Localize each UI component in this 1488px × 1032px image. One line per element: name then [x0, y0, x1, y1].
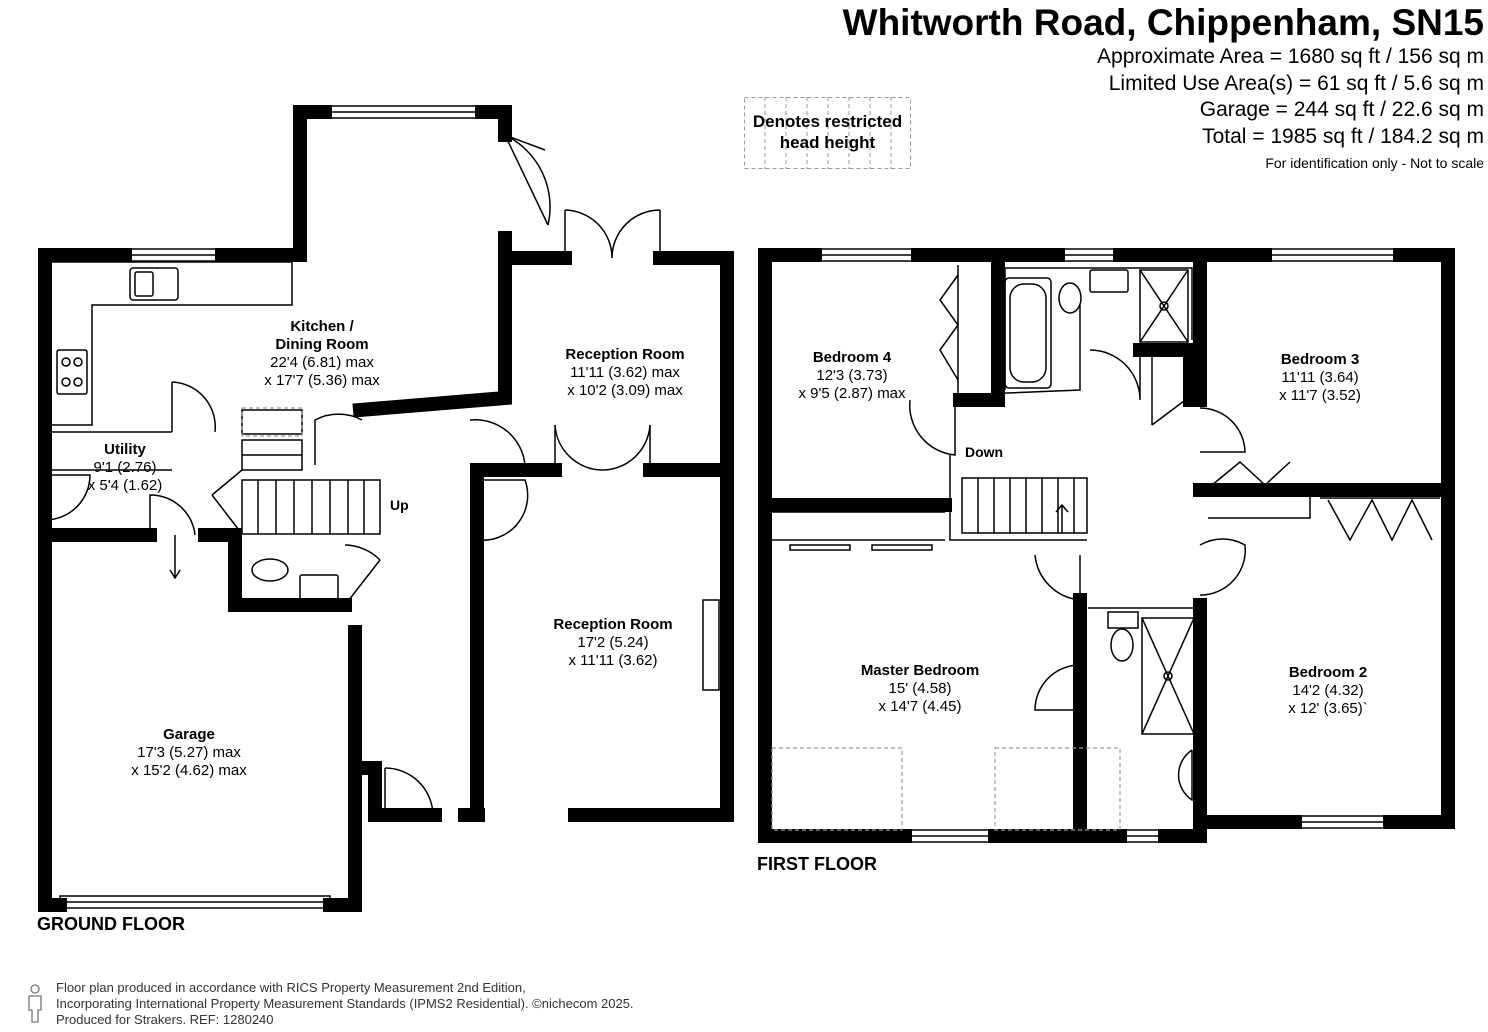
- room-dimension: 17'2 (5.24): [577, 634, 649, 651]
- header: Whitworth Road, Chippenham, SN15 Approxi…: [843, 0, 1484, 171]
- room-master-bedroom: Master Bedroom 15' (4.58) x 14'7 (4.45): [845, 662, 995, 716]
- footer: Floor plan produced in accordance with R…: [56, 980, 634, 1028]
- room-dimension: x 10'2 (3.09) max: [567, 382, 683, 399]
- stairs-up-label: Up: [390, 497, 409, 513]
- room-dimension: 11'11 (3.62) max: [570, 364, 680, 381]
- ground-floor-label: GROUND FLOOR: [37, 914, 185, 934]
- property-title: Whitworth Road, Chippenham, SN15: [842, 2, 1484, 43]
- legend-text: Denotes restricted head height: [744, 111, 911, 153]
- ground-floor-walls: [38, 105, 734, 912]
- room-name: Kitchen /: [290, 318, 354, 335]
- room-dimension: x 11'7 (3.52): [1279, 387, 1361, 404]
- room-dimension: x 12' (3.65)`: [1288, 700, 1368, 717]
- legend-line-2: head height: [779, 133, 876, 152]
- first-floor-fixtures: [772, 248, 1440, 843]
- ground-floor-fixtures: [44, 105, 728, 909]
- room-dimension: 12'3 (3.73): [816, 367, 888, 384]
- room-bedroom-4: Bedroom 4 12'3 (3.73) x 9'5 (2.87) max: [782, 349, 922, 403]
- room-reception-2: Reception Room 17'2 (5.24) x 11'11 (3.62…: [533, 616, 693, 670]
- room-dimension: 22'4 (6.81) max: [270, 354, 374, 371]
- room-garage: Garage 17'3 (5.27) max x 15'2 (4.62) max: [114, 726, 264, 780]
- room-dimension: 14'2 (4.32): [1292, 682, 1364, 699]
- identification-note: For identification only - Not to scale: [1265, 155, 1484, 171]
- room-dimension: x 17'7 (5.36) max: [264, 372, 380, 389]
- restricted-height-legend: Denotes restricted head height: [744, 97, 911, 169]
- room-name-line-2: Dining Room: [275, 336, 369, 353]
- room-utility: Utility 9'1 (2.76) x 5'4 (1.62): [70, 441, 180, 495]
- first-floor-label: FIRST FLOOR: [757, 854, 877, 874]
- footer-line-1: Floor plan produced in accordance with R…: [56, 980, 526, 995]
- room-dimension: 11'11 (3.64): [1281, 369, 1359, 386]
- room-name: Master Bedroom: [860, 662, 980, 679]
- area-limited-use: Limited Use Area(s) = 61 sq ft / 5.6 sq …: [1108, 71, 1484, 95]
- legend-swatch: [744, 97, 911, 169]
- room-name: Bedroom 2: [1288, 664, 1368, 681]
- area-garage: Garage = 244 sq ft / 22.6 sq m: [1199, 98, 1484, 121]
- room-dimension: 17'3 (5.27) max: [137, 744, 241, 761]
- room-name: Bedroom 3: [1280, 351, 1360, 368]
- room-kitchen-dining: Kitchen / Dining Room 22'4 (6.81) max x …: [252, 318, 392, 390]
- footer-line-2: Incorporating International Property Mea…: [56, 996, 634, 1011]
- room-dimension: x 15'2 (4.62) max: [131, 762, 247, 779]
- room-name: Reception Room: [553, 616, 673, 633]
- room-dimension: 9'1 (2.76): [93, 459, 157, 476]
- room-reception-1: Reception Room 11'11 (3.62) max x 10'2 (…: [545, 346, 705, 400]
- person-icon: [28, 984, 42, 1023]
- room-dimension: x 9'5 (2.87) max: [798, 385, 906, 402]
- room-name: Bedroom 4: [812, 349, 892, 366]
- room-bedroom-3: Bedroom 3 11'11 (3.64) x 11'7 (3.52): [1255, 351, 1385, 405]
- restricted-height-areas: [241, 407, 1121, 831]
- stairs-down-label: Down: [965, 444, 1004, 460]
- room-dimension: x 14'7 (4.45): [878, 698, 962, 715]
- room-dimension: x 11'11 (3.62): [568, 652, 658, 669]
- footer-line-3: Produced for Strakers. REF: 1280240: [56, 1012, 274, 1027]
- room-name: Garage: [163, 726, 215, 743]
- first-floor-walls: [758, 248, 1455, 843]
- room-name: Utility: [104, 441, 146, 458]
- area-approximate: Approximate Area = 1680 sq ft / 156 sq m: [1097, 45, 1484, 68]
- legend-line-1: Denotes restricted: [752, 112, 903, 131]
- room-name: Reception Room: [565, 346, 685, 363]
- room-dimension: x 5'4 (1.62): [87, 477, 163, 494]
- area-total: Total = 1985 sq ft / 184.2 sq m: [1202, 124, 1484, 148]
- room-dimension: 15' (4.58): [888, 680, 952, 697]
- room-bedroom-2: Bedroom 2 14'2 (4.32) x 12' (3.65)`: [1263, 664, 1393, 718]
